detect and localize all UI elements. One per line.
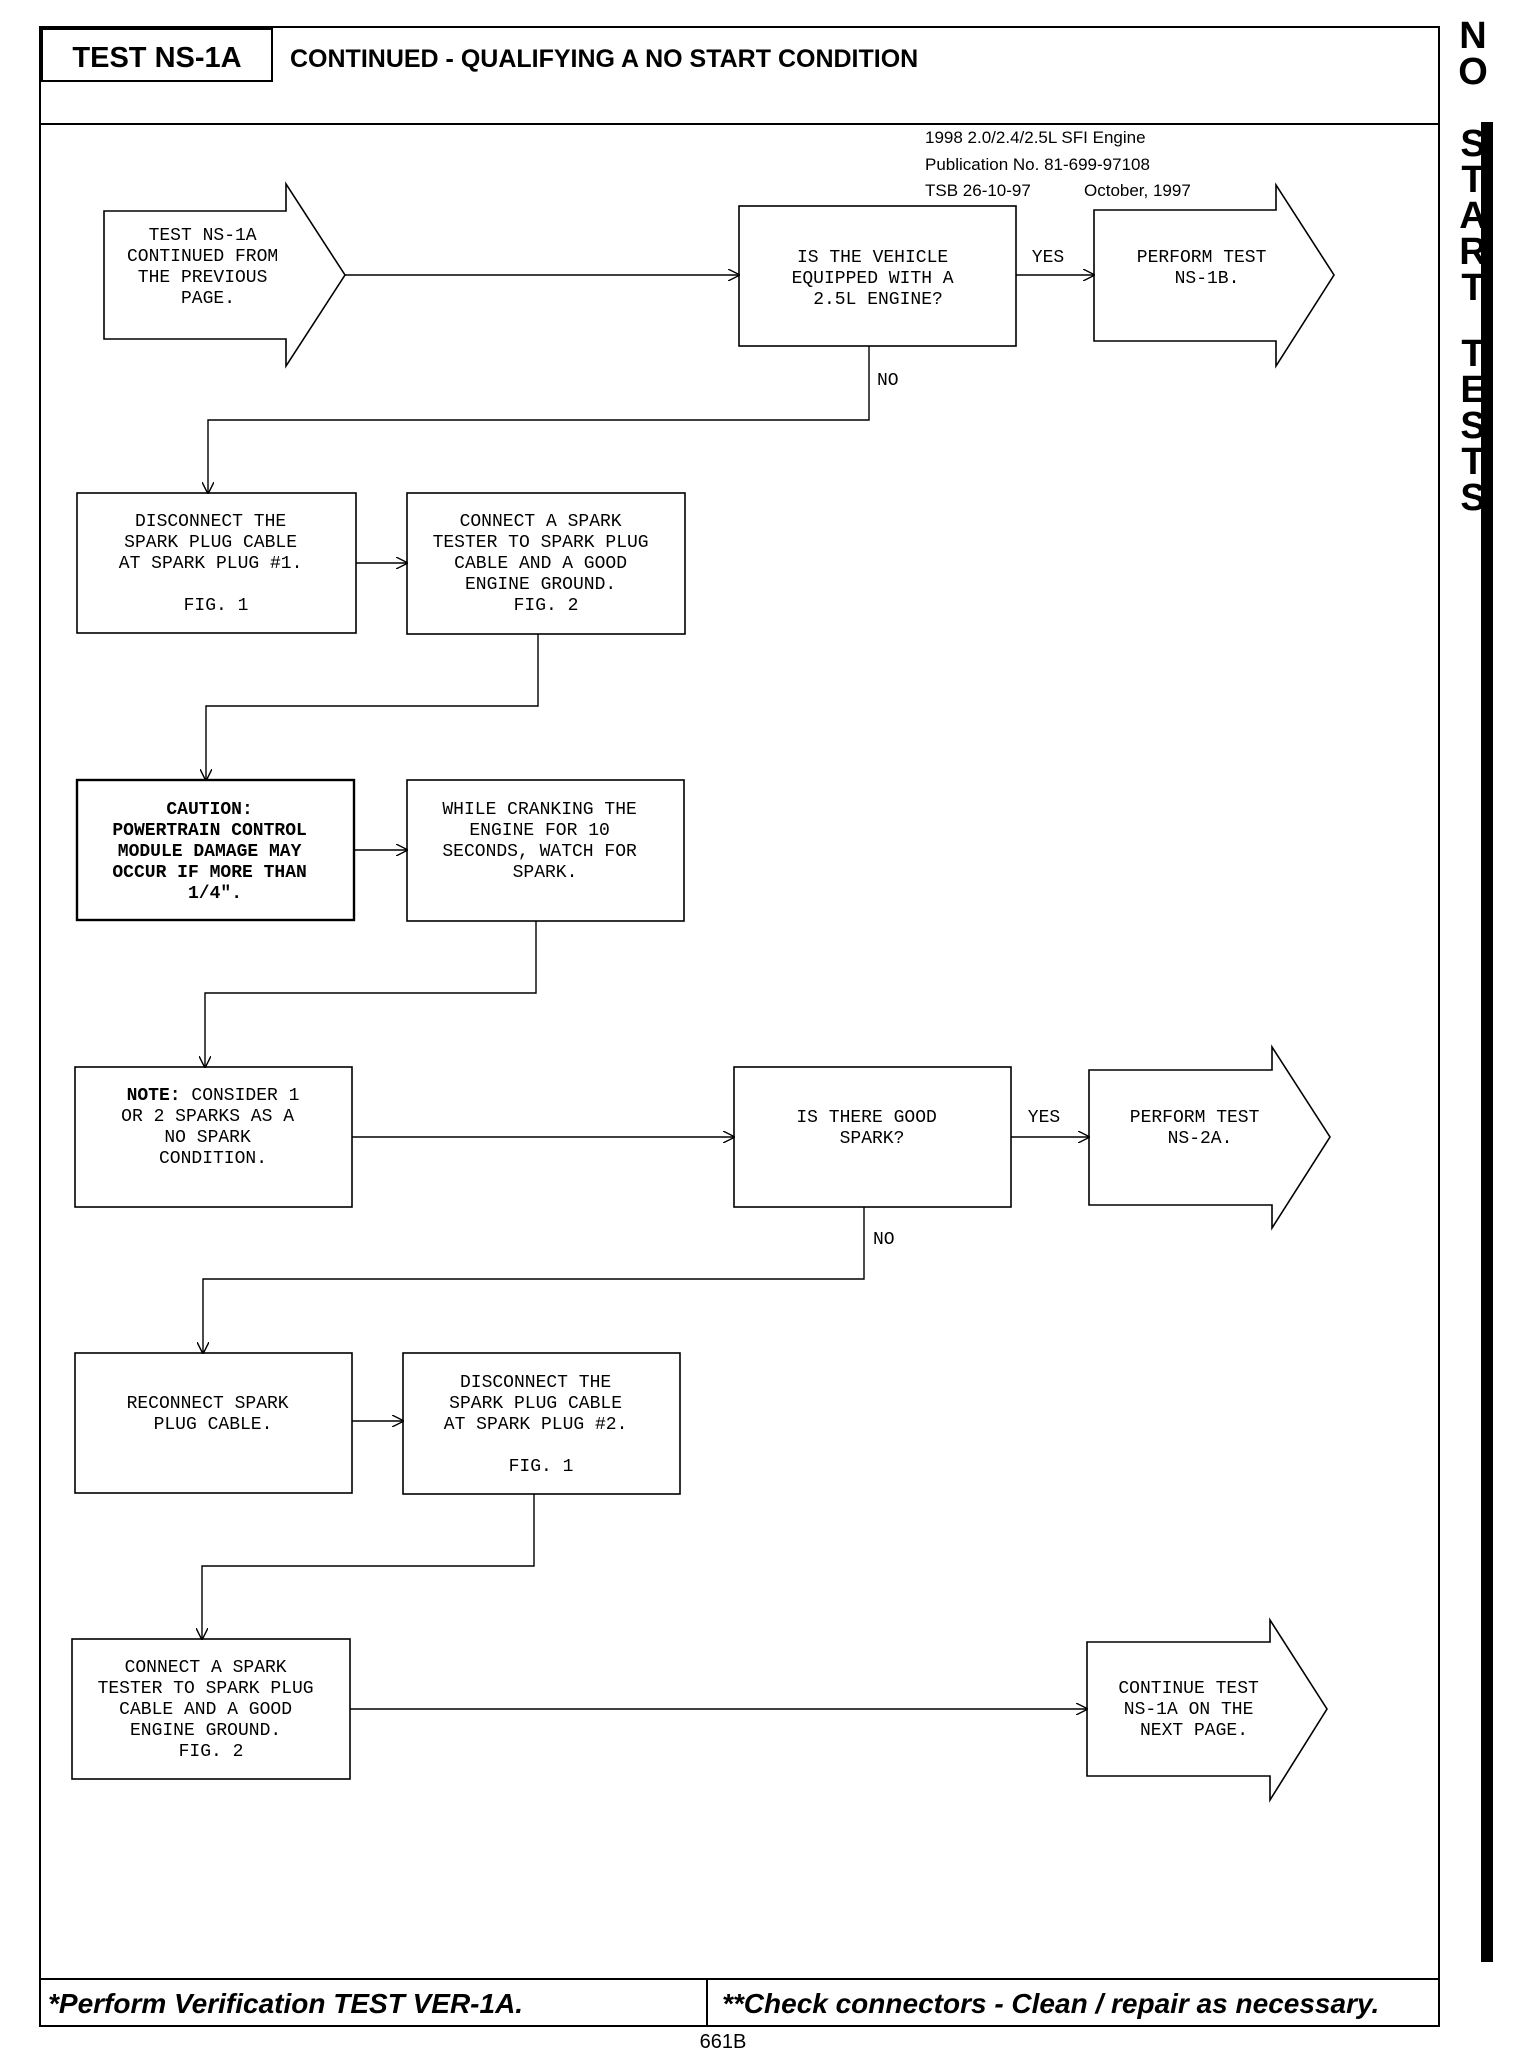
start-text: TEST NS-1A CONTINUED FROM THE PREVIOUS P… xyxy=(127,226,289,309)
start-connector-arrow: TEST NS-1A CONTINUED FROM THE PREVIOUS P… xyxy=(103,181,346,369)
side-tab-letter: T xyxy=(1461,267,1484,309)
step-text: DISCONNECT THE SPARK PLUG CABLE AT SPARK… xyxy=(444,1373,638,1477)
continue-next-page-arrow: CONTINUE TEST NS-1A ON THE NEXT PAGE. xyxy=(1086,1617,1328,1803)
caution-box: CAUTION: POWERTRAIN CONTROL MODULE DAMAG… xyxy=(75,778,356,922)
test-id-box xyxy=(41,28,273,82)
footer-connectors-note: **Check connectors - Clean / repair as n… xyxy=(722,1988,1379,2019)
step-connect-spark-tester: CONNECT A SPARK TESTER TO SPARK PLUG CAB… xyxy=(406,492,686,635)
publication-number: Publication No. 81-699-97108 xyxy=(925,155,1150,174)
target-text: PERFORM TEST NS-2A. xyxy=(1130,1108,1270,1149)
flow-path xyxy=(206,634,539,780)
question-text: IS THE VEHICLE EQUIPPED WITH A 2.5L ENGI… xyxy=(792,248,965,310)
publication-tsb: TSB 26-10-97 xyxy=(925,181,1031,200)
publication-engine: 1998 2.0/2.4/2.5L SFI Engine xyxy=(925,128,1146,147)
question-text: IS THERE GOOD SPARK? xyxy=(796,1108,947,1149)
note-box: NOTE: CONSIDER 1 OR 2 SPARKS AS A NO SPA… xyxy=(74,1066,353,1208)
note-first-line: NOTE: CONSIDER 1 xyxy=(127,1086,300,1106)
flow-path xyxy=(205,921,537,1067)
publication-info: 1998 2.0/2.4/2.5L SFI Engine Publication… xyxy=(925,128,1191,200)
no-path xyxy=(203,1207,865,1353)
page-number: 661B xyxy=(700,2031,747,2050)
no-path xyxy=(208,346,870,493)
step-text: RECONNECT SPARK PLUG CABLE. xyxy=(127,1394,300,1435)
step-disconnect-plug-2: DISCONNECT THE SPARK PLUG CABLE AT SPARK… xyxy=(402,1352,681,1495)
flow-path xyxy=(202,1494,535,1639)
side-tab-letter: T xyxy=(1461,159,1484,201)
side-tab-no-start-tests: N O S T A R T T E S T S xyxy=(1458,15,1493,1962)
test-id: TEST NS-1A xyxy=(72,42,241,74)
side-tab-letter: O xyxy=(1458,51,1488,93)
caution-text: CAUTION: POWERTRAIN CONTROL MODULE DAMAG… xyxy=(112,800,317,904)
note-text: OR 2 SPARKS AS A NO SPARK CONDITION. xyxy=(121,1107,305,1169)
perform-test-ns-2a-arrow: PERFORM TEST NS-2A. xyxy=(1088,1044,1331,1231)
step-disconnect-plug-1: DISCONNECT THE SPARK PLUG CABLE AT SPARK… xyxy=(76,492,357,634)
no-label: NO xyxy=(873,1230,895,1250)
publication-date: October, 1997 xyxy=(1084,181,1191,200)
step-text: CONNECT A SPARK TESTER TO SPARK PLUG CAB… xyxy=(98,1658,325,1762)
step-text: CONNECT A SPARK TESTER TO SPARK PLUG CAB… xyxy=(433,512,660,616)
continue-text: CONTINUE TEST NS-1A ON THE NEXT PAGE. xyxy=(1118,1679,1269,1741)
question-good-spark: IS THERE GOOD SPARK? xyxy=(733,1066,1012,1208)
question-2-5l-engine: IS THE VEHICLE EQUIPPED WITH A 2.5L ENGI… xyxy=(738,205,1017,347)
side-tab-letter: T xyxy=(1461,333,1484,375)
yes-label: YES xyxy=(1032,248,1064,268)
no-label: NO xyxy=(877,371,899,391)
perform-test-ns-1b-arrow: PERFORM TEST NS-1B. xyxy=(1093,182,1335,369)
side-tab-letter: T xyxy=(1461,441,1484,483)
step-text: DISCONNECT THE SPARK PLUG CABLE AT SPARK… xyxy=(119,512,313,616)
target-text: PERFORM TEST NS-1B. xyxy=(1137,248,1277,289)
footer-verification-note: *Perform Verification TEST VER-1A. xyxy=(48,1988,523,2019)
step-crank-watch-spark: WHILE CRANKING THE ENGINE FOR 10 SECONDS… xyxy=(406,779,685,922)
side-tab-letter: N xyxy=(1459,15,1486,57)
step-reconnect-cable: RECONNECT SPARK PLUG CABLE. xyxy=(74,1352,353,1494)
page-title: CONTINUED - QUALIFYING A NO START CONDIT… xyxy=(290,45,918,73)
side-tab-bar xyxy=(1481,122,1493,1962)
page-border xyxy=(39,26,1440,2027)
step-connect-spark-tester-2: CONNECT A SPARK TESTER TO SPARK PLUG CAB… xyxy=(71,1638,351,1780)
step-text: WHILE CRANKING THE ENGINE FOR 10 SECONDS… xyxy=(442,800,647,883)
yes-label: YES xyxy=(1028,1108,1060,1128)
